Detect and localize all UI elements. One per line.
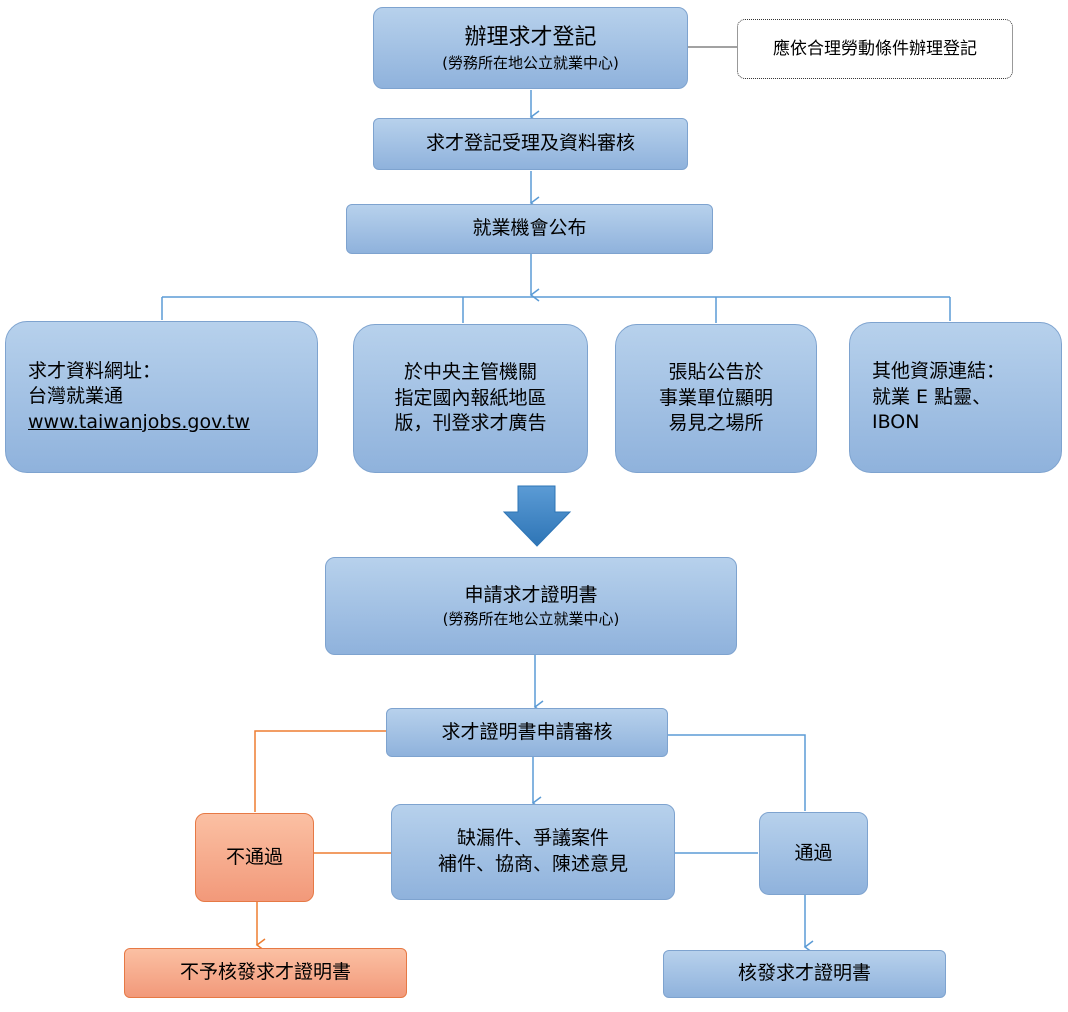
no-issue-box: 不予核發求才證明書 — [124, 948, 407, 998]
review-text: 求才登記受理及資料審核 — [425, 132, 635, 155]
register-title: 辦理求才登記 — [464, 25, 597, 51]
register-subtitle: (勞務所在地公立就業中心) — [442, 53, 619, 72]
channel-poster-line2: 事業單位顯明 — [658, 386, 773, 409]
channel-other-line1: 其他資源連結： — [872, 360, 1006, 383]
channel-web-line2: 台灣就業通 — [28, 385, 124, 408]
pass-text: 通過 — [794, 841, 833, 864]
channel-other-box: 其他資源連結： 就業 E 點靈、 IBON — [849, 322, 1062, 473]
no-issue-text: 不予核發求才證明書 — [179, 961, 351, 984]
missing-docs-box: 缺漏件、爭議案件 補件、協商、陳述意見 — [391, 804, 675, 900]
channel-web-line1: 求才資料網址： — [28, 359, 162, 382]
issue-text: 核發求才證明書 — [737, 962, 871, 985]
channel-other-line2: 就業 E 點靈、 — [872, 385, 992, 408]
missing-line2: 補件、協商、陳述意見 — [437, 853, 628, 875]
channel-other-line3: IBON — [872, 411, 920, 434]
publish-box: 就業機會公布 — [346, 204, 713, 254]
issue-box: 核發求才證明書 — [663, 950, 946, 998]
taiwanjobs-link[interactable]: www.taiwanjobs.gov.tw — [28, 410, 250, 433]
pass-box: 通過 — [759, 812, 868, 895]
channel-newspaper-line1: 於中央主管機關 — [403, 361, 537, 384]
apply-title: 申請求才證明書 — [464, 584, 598, 607]
channel-newspaper-line2: 指定國內報紙地區 — [394, 386, 547, 409]
note-text: 應依合理勞動條件辦理登記 — [773, 38, 977, 59]
register-box: 辦理求才登記 (勞務所在地公立就業中心) — [373, 7, 688, 89]
line-audit-pass — [668, 734, 806, 811]
apply-subtitle: (勞務所在地公立就業中心) — [442, 609, 620, 628]
conditions-note: 應依合理勞動條件辦理登記 — [737, 19, 1013, 79]
reject-text: 不通過 — [225, 845, 283, 868]
channel-newspaper-line3: 版，刊登求才廣告 — [394, 412, 547, 435]
review-box: 求才登記受理及資料審核 — [373, 118, 688, 170]
publish-text: 就業機會公布 — [472, 217, 587, 240]
channel-poster-box: 張貼公告於 事業單位顯明 易見之場所 — [615, 324, 817, 473]
channel-newspaper-box: 於中央主管機關 指定國內報紙地區 版，刊登求才廣告 — [353, 324, 588, 473]
audit-text: 求才證明書申請審核 — [441, 720, 613, 743]
reject-box: 不通過 — [195, 813, 314, 902]
channel-poster-line3: 易見之場所 — [668, 412, 764, 435]
channel-poster-line1: 張貼公告於 — [668, 361, 764, 384]
big-down-arrow — [502, 485, 572, 547]
line-audit-reject — [254, 730, 386, 812]
audit-box: 求才證明書申請審核 — [386, 708, 668, 757]
missing-line1: 缺漏件、爭議案件 — [456, 827, 609, 850]
channel-web-box: 求才資料網址： 台灣就業通 www.taiwanjobs.gov.tw — [5, 321, 318, 473]
apply-box: 申請求才證明書 (勞務所在地公立就業中心) — [325, 557, 737, 655]
